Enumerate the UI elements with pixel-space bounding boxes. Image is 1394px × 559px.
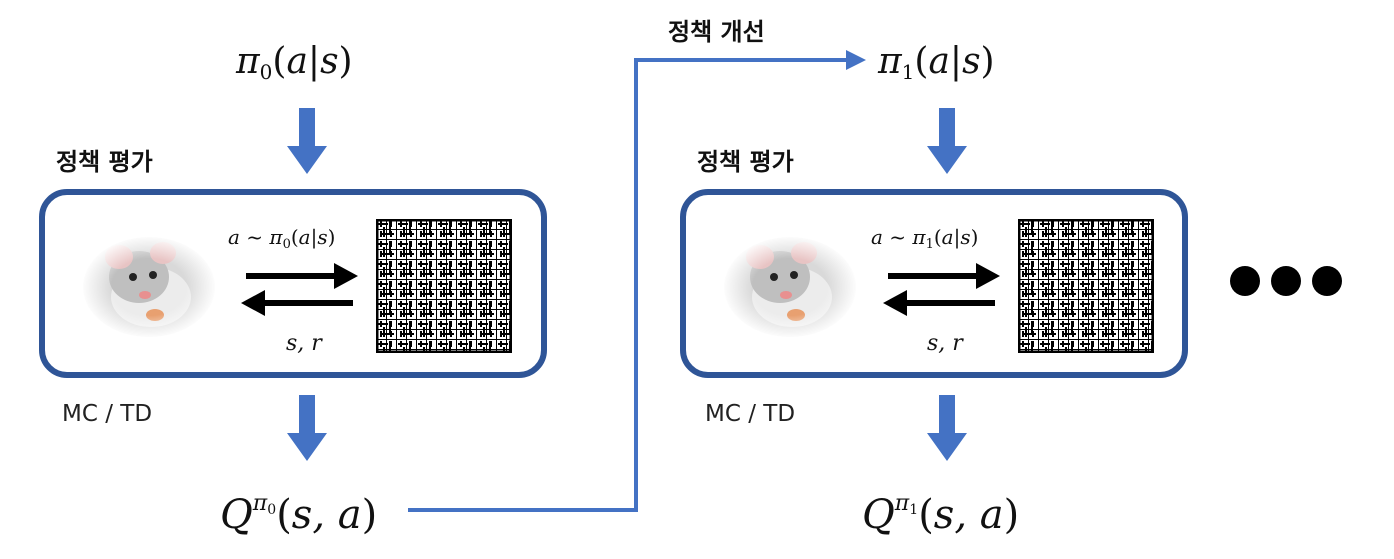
ellipsis-icon	[1230, 266, 1342, 296]
policy-pi0: π0(a|s)	[236, 41, 353, 84]
q-value-0: Qπ0(s, a)	[220, 491, 378, 538]
q-value-1: Qπ1(s, a)	[862, 491, 1020, 538]
policy-improvement-label: 정책 개선	[668, 18, 765, 46]
left-arrow-icon	[241, 290, 353, 316]
down-arrow-icon	[927, 108, 967, 174]
maze-image	[376, 219, 512, 353]
evaluation-box: a ~ π1(a|s) s, r	[680, 189, 1188, 378]
maze-image	[1018, 219, 1154, 353]
down-arrow-icon	[927, 395, 967, 461]
improvement-connector	[408, 50, 866, 512]
state-reward-label: s, r	[927, 331, 963, 356]
down-arrow-icon	[287, 108, 327, 174]
right-arrow-icon	[246, 263, 358, 289]
method-label: MC / TD	[62, 401, 153, 427]
policy-pi1: π1(a|s)	[878, 41, 995, 84]
action-sampling-label: a ~ π0(a|s)	[228, 225, 336, 252]
policy-evaluation-label: 정책 평가	[697, 148, 794, 176]
down-arrow-icon	[287, 395, 327, 461]
rat-image	[722, 235, 858, 339]
left-arrow-icon	[883, 290, 995, 316]
right-arrow-icon	[888, 263, 1000, 289]
evaluation-box: a ~ π0(a|s) s, r	[39, 189, 547, 378]
policy-evaluation-label: 정책 평가	[56, 148, 153, 176]
method-label: MC / TD	[705, 401, 796, 427]
action-sampling-label: a ~ π1(a|s)	[871, 225, 979, 252]
rat-image	[81, 235, 217, 339]
state-reward-label: s, r	[286, 331, 322, 356]
